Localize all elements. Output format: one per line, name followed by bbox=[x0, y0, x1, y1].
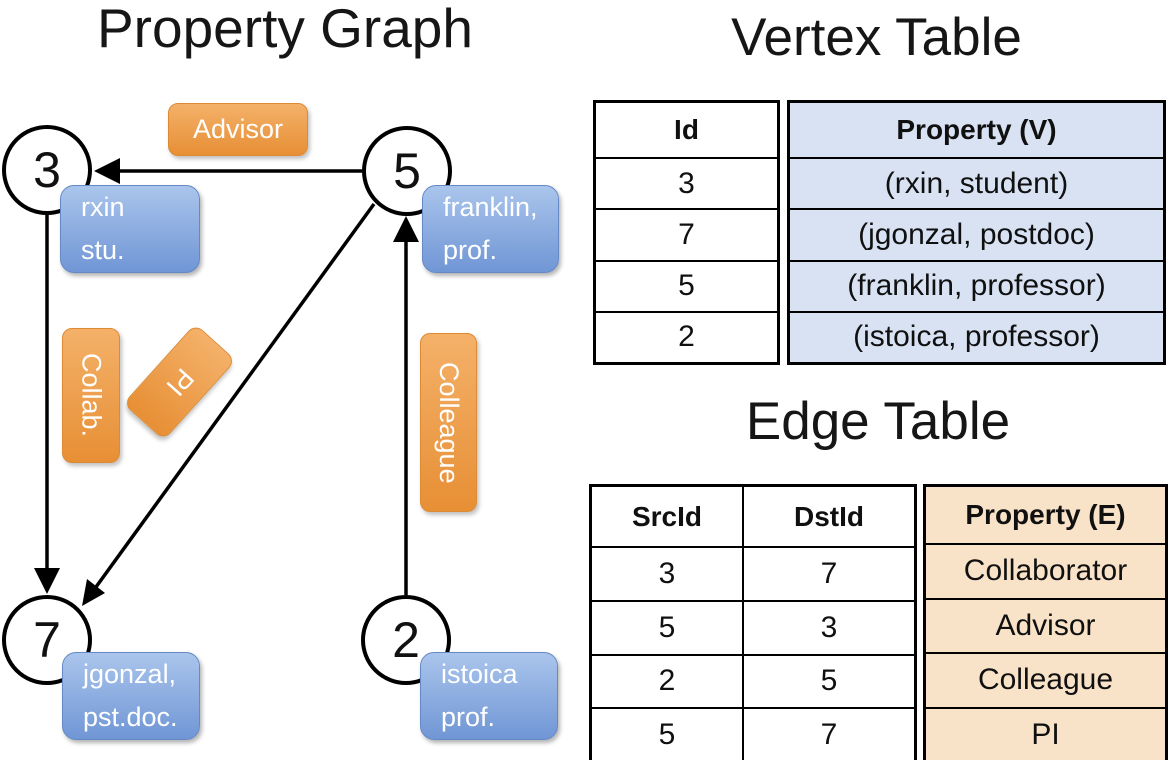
vertex-table-title: Vertex Table bbox=[731, 8, 1022, 67]
edge-collab-arrowhead bbox=[34, 568, 60, 594]
table-cell: Colleague bbox=[926, 652, 1165, 707]
edge-table-header-dstid: DstId bbox=[794, 500, 864, 532]
vertex-table-header-id: Id bbox=[674, 114, 699, 145]
vertex-table-property-column: Property (V) (rxin, student) (jgonzal, p… bbox=[787, 100, 1166, 365]
table-cell: 2 bbox=[596, 310, 777, 362]
edge-label-colleague: Colleague bbox=[420, 333, 477, 512]
table-cell: Collaborator bbox=[926, 543, 1165, 598]
table-cell: (rxin, student) bbox=[790, 157, 1163, 208]
graph-node-2: 2 bbox=[361, 595, 451, 685]
table-cell: 3 bbox=[744, 599, 914, 654]
vertex-property-box-jgonzal: jgonzal, pst.doc. bbox=[62, 652, 200, 740]
vertex-property-line: istoica bbox=[441, 658, 518, 689]
edge-table-property-column: Property (E) Collaborator Advisor Collea… bbox=[923, 484, 1168, 760]
edge-table-id-columns: SrcId DstId 3 7 5 3 2 5 5 7 bbox=[589, 484, 917, 760]
table-cell: 7 bbox=[744, 546, 914, 600]
vertex-property-line: jgonzal, bbox=[83, 658, 177, 689]
edge-table-header-property: Property (E) bbox=[965, 499, 1126, 530]
table-cell: Advisor bbox=[926, 597, 1165, 653]
vertex-property-line: prof. bbox=[443, 235, 498, 265]
table-cell: (istoica, professor) bbox=[790, 310, 1163, 362]
edge-table-title: Edge Table bbox=[745, 392, 1011, 451]
vertex-property-line: franklin, bbox=[443, 191, 538, 222]
table-cell: 2 bbox=[592, 653, 744, 708]
table-cell: 5 bbox=[744, 653, 914, 708]
table-cell: 7 bbox=[596, 208, 777, 259]
edge-label-collab: Collab. bbox=[62, 328, 120, 463]
vertex-property-box-istoica: istoica prof. bbox=[420, 652, 558, 740]
edge-pi-line bbox=[94, 202, 376, 589]
vertex-property-box-rxin: rxin stu. bbox=[60, 185, 200, 273]
vertex-property-line: stu. bbox=[81, 235, 125, 265]
vertex-table-id-column: Id 3 7 5 2 bbox=[593, 100, 780, 365]
graph-edges-svg bbox=[34, 158, 419, 606]
table-cell: 5 bbox=[596, 259, 777, 311]
table-cell: 7 bbox=[744, 707, 914, 760]
table-cell: PI bbox=[926, 706, 1165, 760]
property-graph-title: Property Graph bbox=[96, 0, 473, 59]
vertex-property-line: rxin bbox=[81, 191, 125, 222]
edge-colleague-arrowhead bbox=[393, 216, 419, 242]
edge-advisor-arrowhead bbox=[94, 158, 120, 184]
table-cell: 5 bbox=[592, 707, 744, 760]
table-cell: 3 bbox=[596, 157, 777, 208]
vertex-property-box-franklin: franklin, prof. bbox=[422, 185, 559, 273]
edge-table-header-srcid: SrcId bbox=[592, 487, 744, 546]
table-cell: 5 bbox=[592, 599, 744, 654]
vertex-table-header-property: Property (V) bbox=[896, 114, 1057, 145]
edge-label-advisor: Advisor bbox=[168, 103, 308, 156]
edge-pi-arrowhead bbox=[82, 579, 105, 606]
table-cell: 3 bbox=[592, 546, 744, 600]
vertex-property-line: prof. bbox=[441, 702, 496, 732]
table-cell: (franklin, professor) bbox=[790, 259, 1163, 311]
table-cell: (jgonzal, postdoc) bbox=[790, 208, 1163, 259]
vertex-property-line: pst.doc. bbox=[83, 702, 178, 732]
